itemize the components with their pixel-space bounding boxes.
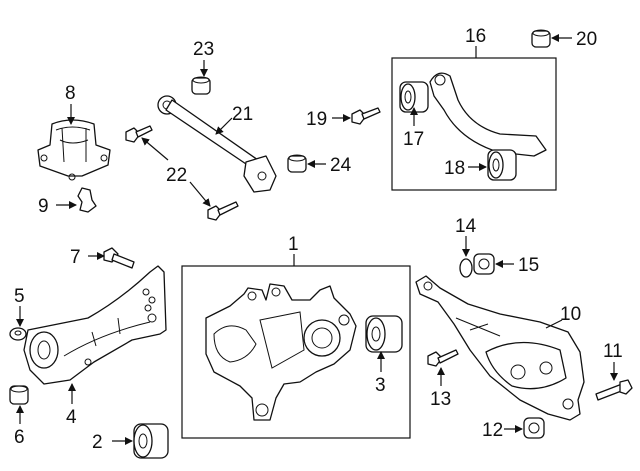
nut-part-20 [531, 29, 551, 48]
callout-21: 21 [232, 104, 253, 125]
callout-15: 15 [518, 255, 539, 276]
callout-17: 17 [403, 129, 424, 150]
callout-10: 10 [560, 304, 581, 325]
callout-11: 11 [603, 341, 623, 362]
bushing-part-2 [133, 423, 169, 459]
callout-13: 13 [430, 389, 451, 410]
callout-14: 14 [455, 216, 477, 237]
nut-part-15 [473, 253, 495, 275]
mount-cushion-part [37, 119, 111, 181]
nut-part-6 [9, 385, 29, 405]
bolt-part-11 [595, 379, 633, 401]
washer-part-14 [459, 258, 473, 278]
callout-20: 20 [576, 29, 597, 50]
callout-3: 3 [375, 375, 386, 396]
callout-8: 8 [65, 83, 76, 104]
trailing-arm-part [23, 265, 167, 385]
lateral-link-part [157, 95, 277, 193]
callout-16: 16 [465, 26, 486, 47]
nut-part-24 [287, 154, 307, 173]
upper-arm-group-box [391, 57, 557, 191]
upper-arm-part [429, 72, 547, 157]
nut-part-12 [523, 417, 545, 439]
clip-part [77, 187, 97, 213]
callout-7: 7 [70, 247, 81, 268]
nut-part-23 [191, 76, 211, 95]
callout-5: 5 [14, 286, 25, 307]
lower-arm-part [415, 275, 585, 421]
bolt-part-19 [351, 107, 381, 125]
bolt-part-22b [207, 201, 239, 221]
callout-23: 23 [193, 39, 214, 60]
bushing-part-18 [487, 149, 517, 181]
callout-19: 19 [306, 109, 327, 130]
callout-4: 4 [66, 407, 77, 428]
washer-part-5 [9, 327, 27, 341]
callout-22: 22 [166, 165, 187, 186]
bushing-part-3 [365, 315, 403, 353]
callout-24: 24 [330, 155, 352, 176]
bolt-part-22a [125, 125, 153, 143]
callout-1: 1 [288, 234, 299, 255]
callout-6: 6 [14, 427, 25, 448]
bolt-part-7 [103, 247, 135, 269]
callout-12: 12 [482, 420, 503, 441]
callout-9: 9 [38, 196, 49, 217]
knuckle-part [205, 283, 357, 421]
bolt-part-13 [427, 349, 459, 367]
callout-18: 18 [444, 158, 465, 179]
callout-2: 2 [92, 432, 103, 453]
knuckle-group-box [181, 265, 411, 439]
bushing-part-17 [399, 81, 429, 113]
